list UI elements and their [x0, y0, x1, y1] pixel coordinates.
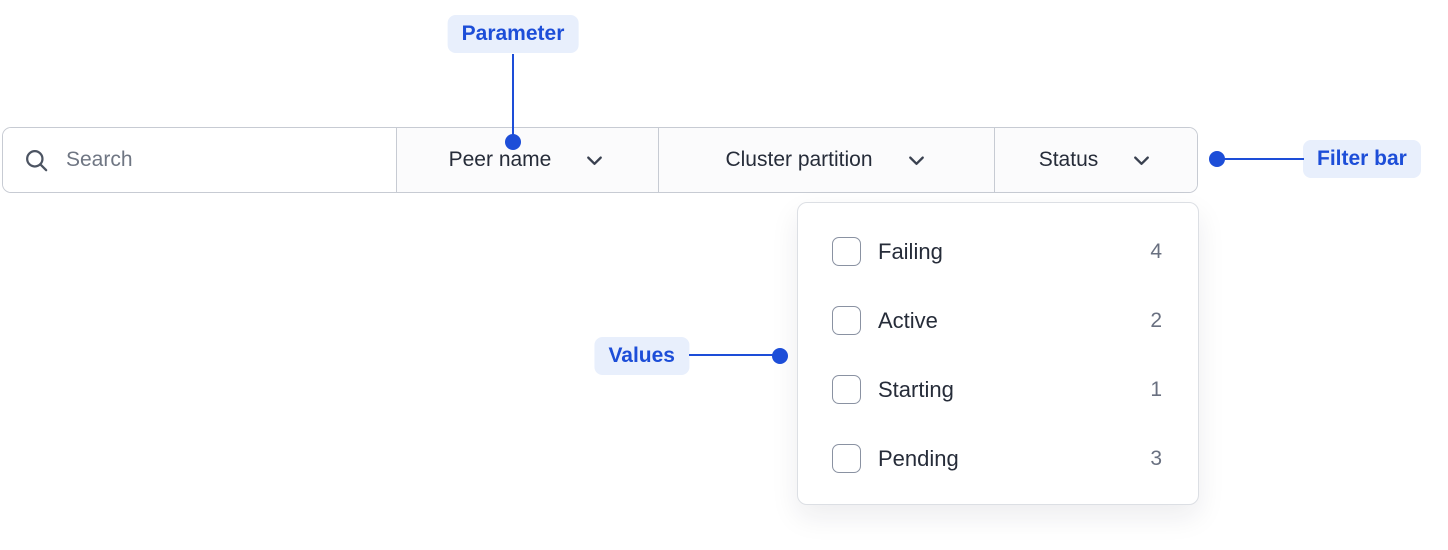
checkbox-starting[interactable]	[832, 375, 861, 404]
dropdown-option-starting[interactable]: Starting 1	[832, 355, 1162, 424]
values-connector-line	[689, 354, 773, 356]
search-input[interactable]	[66, 148, 396, 172]
dropdown-option-failing[interactable]: Failing 4	[832, 217, 1162, 286]
checkbox-active[interactable]	[832, 306, 861, 335]
filter-param-peer-name[interactable]: Peer name	[396, 128, 658, 192]
filter-param-label: Cluster partition	[725, 148, 873, 171]
option-label: Starting	[878, 376, 954, 402]
option-label: Pending	[878, 445, 959, 471]
filter-param-label: Peer name	[448, 148, 552, 171]
filter-bar-connector-dot	[1209, 151, 1225, 167]
search-section	[3, 128, 396, 192]
annotation-parameter-badge: Parameter	[447, 15, 579, 53]
annotation-filter-bar-badge: Filter bar	[1303, 140, 1421, 178]
filter-param-status[interactable]: Status	[994, 128, 1197, 192]
filter-bar-connector-line	[1224, 158, 1304, 160]
status-dropdown-menu: Failing 4 Active 2 Starting 1 Pending 3	[797, 202, 1199, 505]
dropdown-option-pending[interactable]: Pending 3	[832, 424, 1162, 493]
checkbox-pending[interactable]	[832, 444, 861, 473]
option-count: 2	[1150, 308, 1162, 332]
filter-bar: Peer name Cluster partition Status	[2, 127, 1198, 193]
filter-param-cluster-partition[interactable]: Cluster partition	[658, 128, 994, 192]
annotation-values-badge: Values	[594, 337, 689, 375]
chevron-down-icon	[587, 155, 603, 165]
option-count: 1	[1150, 377, 1162, 401]
option-label: Active	[878, 307, 938, 333]
values-connector-dot	[772, 348, 788, 364]
parameter-connector-dot	[505, 134, 521, 150]
filter-param-label: Status	[1038, 148, 1099, 171]
parameter-connector-line	[512, 54, 514, 136]
checkbox-failing[interactable]	[832, 237, 861, 266]
option-count: 4	[1150, 239, 1162, 263]
dropdown-option-active[interactable]: Active 2	[832, 286, 1162, 355]
option-count: 3	[1150, 446, 1162, 470]
chevron-down-icon	[1134, 155, 1150, 165]
chevron-down-icon	[908, 155, 924, 165]
search-icon	[26, 149, 48, 171]
option-label: Failing	[878, 238, 943, 264]
